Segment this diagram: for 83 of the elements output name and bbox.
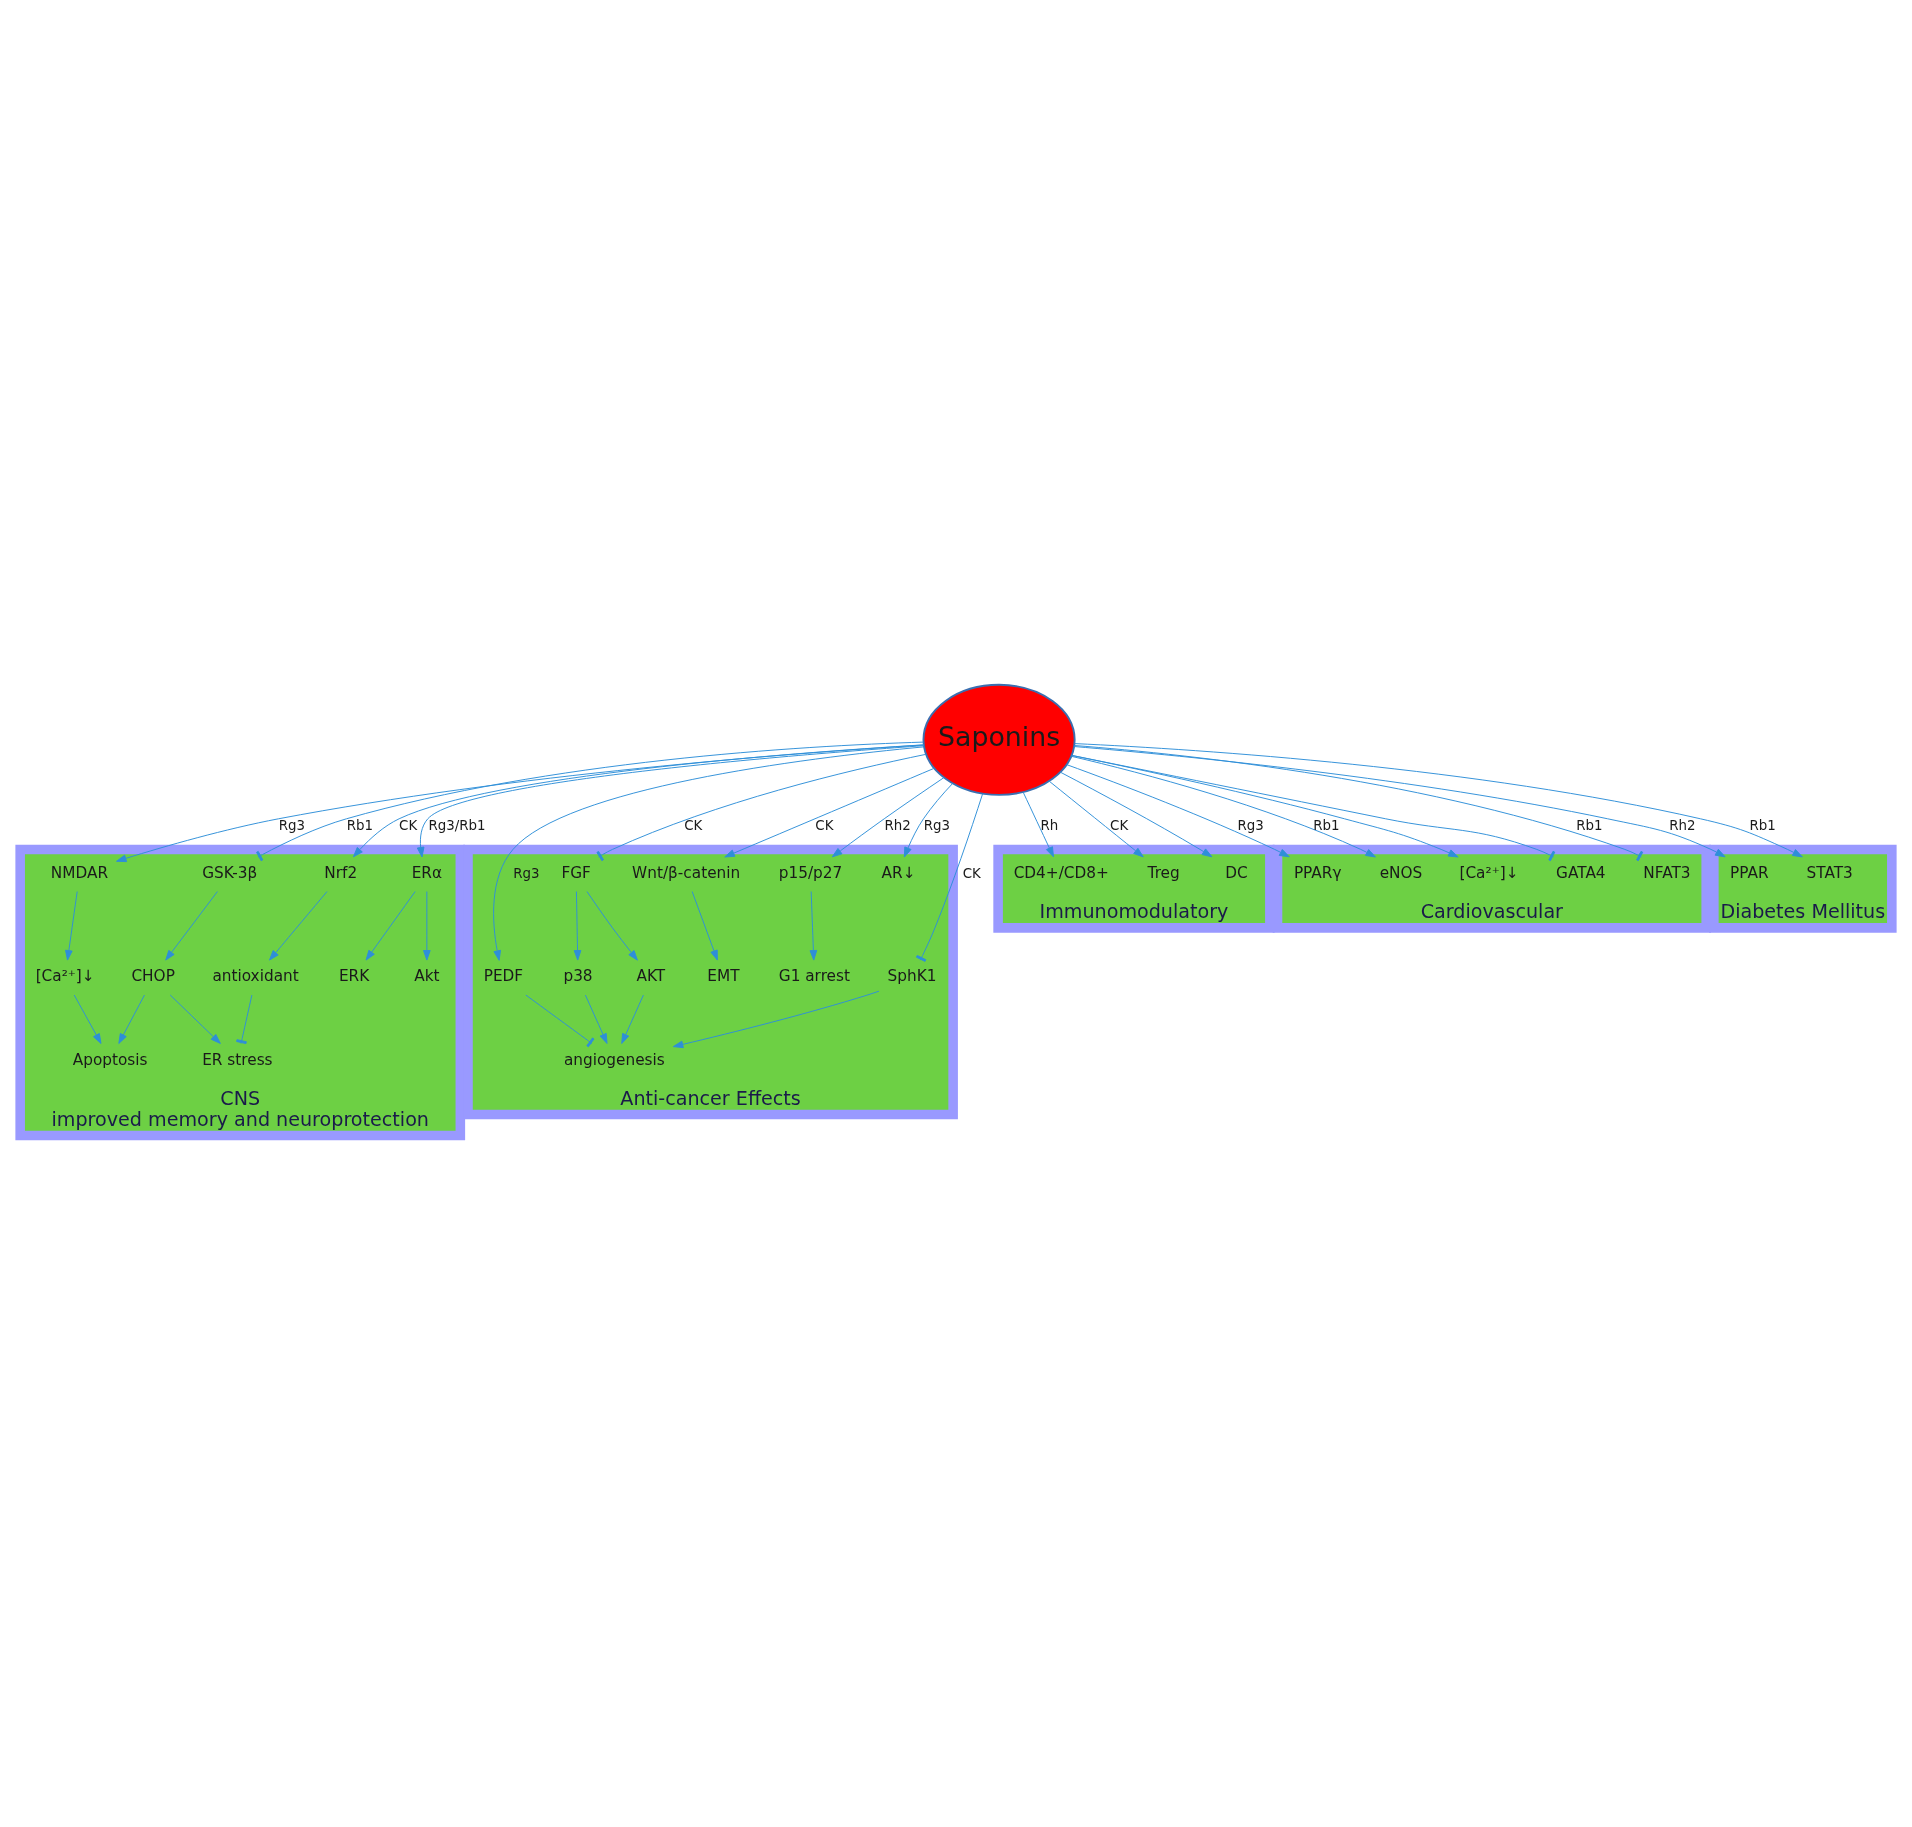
arrow (691, 890, 718, 961)
edge-label: Rg3 (1237, 817, 1264, 833)
edge-label: Rg3 (923, 817, 951, 833)
node-text: Treg (1147, 863, 1180, 882)
node-text: ERα (411, 863, 443, 882)
arrow (573, 890, 582, 961)
connector (1071, 754, 1556, 861)
arrow (65, 890, 78, 961)
edge-label: CK (1110, 817, 1129, 833)
arrow (1022, 791, 1054, 857)
node-text: angiogenesis (563, 1050, 665, 1069)
connector (1073, 744, 1644, 861)
node-text: p15/p27 (778, 863, 843, 882)
node-text: PEDF (483, 966, 524, 985)
arrow (1066, 763, 1290, 857)
connector (915, 792, 984, 962)
edge-label: CK (399, 817, 418, 833)
edge-label: CK (962, 865, 981, 881)
connector (525, 994, 595, 1047)
connector (236, 994, 253, 1044)
edge-label: Rb1 (1576, 817, 1603, 833)
node-text: SphK1 (887, 966, 937, 985)
node-text: Wnt/β-catenin (632, 863, 741, 882)
node-text: NMDAR (50, 863, 109, 882)
node-text: AKT (636, 966, 666, 985)
arrow (621, 994, 644, 1044)
node-text: GATA4 (1556, 863, 1606, 882)
arrow (269, 890, 328, 961)
arrow (1071, 755, 1376, 858)
node-text: Apoptosis (72, 1050, 148, 1069)
node-text: CHOP (131, 966, 175, 985)
edge-label: Rg3 (278, 817, 306, 833)
arrow (165, 890, 218, 961)
node-text: AR↓ (881, 863, 916, 882)
edge-label: Rh (1040, 817, 1059, 833)
arrow (118, 994, 145, 1044)
node-text: G1 arrest (778, 966, 850, 985)
node-text: PPAR (1729, 863, 1769, 882)
edge-label: Rb1 (346, 817, 374, 833)
node-text: EMT (707, 966, 740, 985)
node-text: FGF (561, 863, 591, 882)
edge-label: Rh2 (884, 817, 911, 833)
connector (596, 753, 927, 861)
arrow (584, 994, 608, 1044)
arrow (73, 994, 102, 1044)
arrow (1071, 754, 1459, 858)
arrow (365, 890, 416, 961)
node-text: antioxidant (212, 966, 299, 985)
node-text: NFAT3 (1643, 863, 1691, 882)
node-text: STAT3 (1806, 863, 1853, 882)
edge-label: CK (815, 817, 834, 833)
arrow (1060, 771, 1213, 857)
arrow (169, 994, 221, 1044)
edge-label: Rg3/Rb1 (428, 817, 486, 833)
edge-label: Rb1 (1749, 817, 1776, 833)
node-text: p38 (563, 966, 593, 985)
node-text: [Ca²⁺]↓ (35, 966, 95, 985)
node-text: ER stress (202, 1050, 273, 1069)
node-text: DC (1225, 863, 1248, 882)
node-text: CD4+/CD8+ (1013, 863, 1109, 882)
node-text: Nrf2 (324, 863, 358, 882)
node-text: GSK-3β (202, 863, 258, 882)
node-text: Akt (414, 966, 440, 985)
node-text: ERK (338, 966, 370, 985)
arrow (423, 890, 431, 961)
connector (256, 741, 924, 861)
arrow (493, 745, 925, 961)
arrow (1048, 780, 1144, 857)
node-text: [Ca²⁺]↓ (1459, 863, 1519, 882)
edge-label: CK (684, 817, 703, 833)
edge-label: Rg3 (513, 865, 540, 881)
arrow (831, 776, 945, 857)
arrow (724, 767, 935, 857)
arrow (903, 782, 954, 858)
edge-label: Rh2 (1669, 817, 1696, 833)
edge-label: Rb1 (1313, 817, 1340, 833)
arrow (809, 890, 818, 961)
arrow (116, 744, 925, 862)
arrow (672, 990, 880, 1048)
node-ellipse: Saponins (922, 683, 1076, 796)
arrow (586, 890, 638, 961)
node-text: PPARγ (1293, 863, 1342, 882)
node-text: eNOS (1379, 863, 1423, 882)
